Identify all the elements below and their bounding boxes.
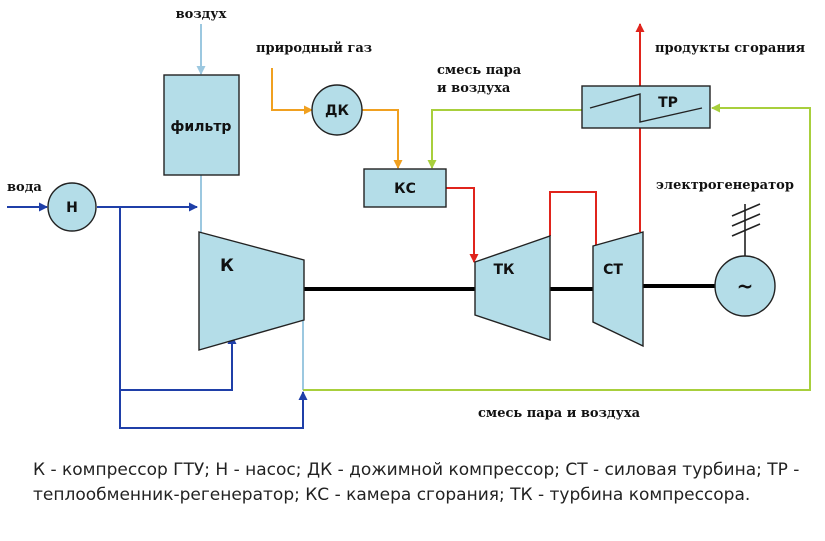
natural-gas-label: природный газ: [256, 41, 372, 56]
pump-circle: [47, 182, 97, 232]
generator-terminal-tick-3: [731, 223, 761, 237]
booster-compressor-label: ДК: [325, 103, 349, 119]
compressor-turbine-shape: [474, 235, 551, 341]
water-label: вода: [7, 180, 42, 195]
combustion-products-label: продукты сгорания: [655, 41, 805, 56]
combustion-chamber-box: [363, 168, 447, 208]
boosted-gas-line: [362, 109, 403, 169]
compressor-shape: [198, 231, 305, 351]
pump-bypass-line: [119, 207, 308, 429]
compressor-label: К: [220, 256, 234, 276]
gas-turbine-diagram: фильтр ДК КС ТР Н К ТК СТ ~ воздух приро…: [7, 7, 811, 429]
generator-symbol: ~: [737, 274, 754, 298]
steam-air-line: [303, 103, 811, 391]
filter-box: [163, 74, 240, 176]
natural-gas-line: [271, 68, 313, 115]
power-turbine-label: СТ: [603, 262, 623, 278]
combustion-chamber-label: КС: [394, 181, 416, 197]
air-label: воздух: [176, 7, 227, 22]
regenerator-label: ТР: [658, 95, 678, 111]
regenerator-box: [581, 85, 711, 129]
heated-steam-air-line: [427, 109, 582, 169]
legend-caption: К - компрессор ГТУ; Н - насос; ДК - дожи…: [33, 460, 800, 505]
filter-label: фильтр: [171, 119, 232, 135]
steam-air-mix-bottom-label: смесь пара и воздуха: [478, 406, 641, 421]
combustion-gas-line: [446, 187, 479, 263]
booster-compressor-circle: [311, 84, 363, 136]
compressor-injection-line: [120, 335, 237, 391]
steam-air-mix-top-label-2: и воздуха: [437, 81, 511, 96]
steam-air-mix-top-label-1: смесь пара: [437, 63, 522, 78]
electrogenerator-label: электрогенератор: [656, 178, 794, 193]
power-turbine-shape: [592, 231, 644, 348]
compressor-turbine-label: ТК: [494, 262, 516, 278]
pump-label: Н: [66, 200, 78, 216]
interturbine-gas-line: [549, 191, 597, 246]
regenerator-coil: [589, 93, 703, 123]
generator-terminal-tick-1: [731, 203, 761, 217]
generator-terminal-tick-2: [731, 213, 761, 227]
